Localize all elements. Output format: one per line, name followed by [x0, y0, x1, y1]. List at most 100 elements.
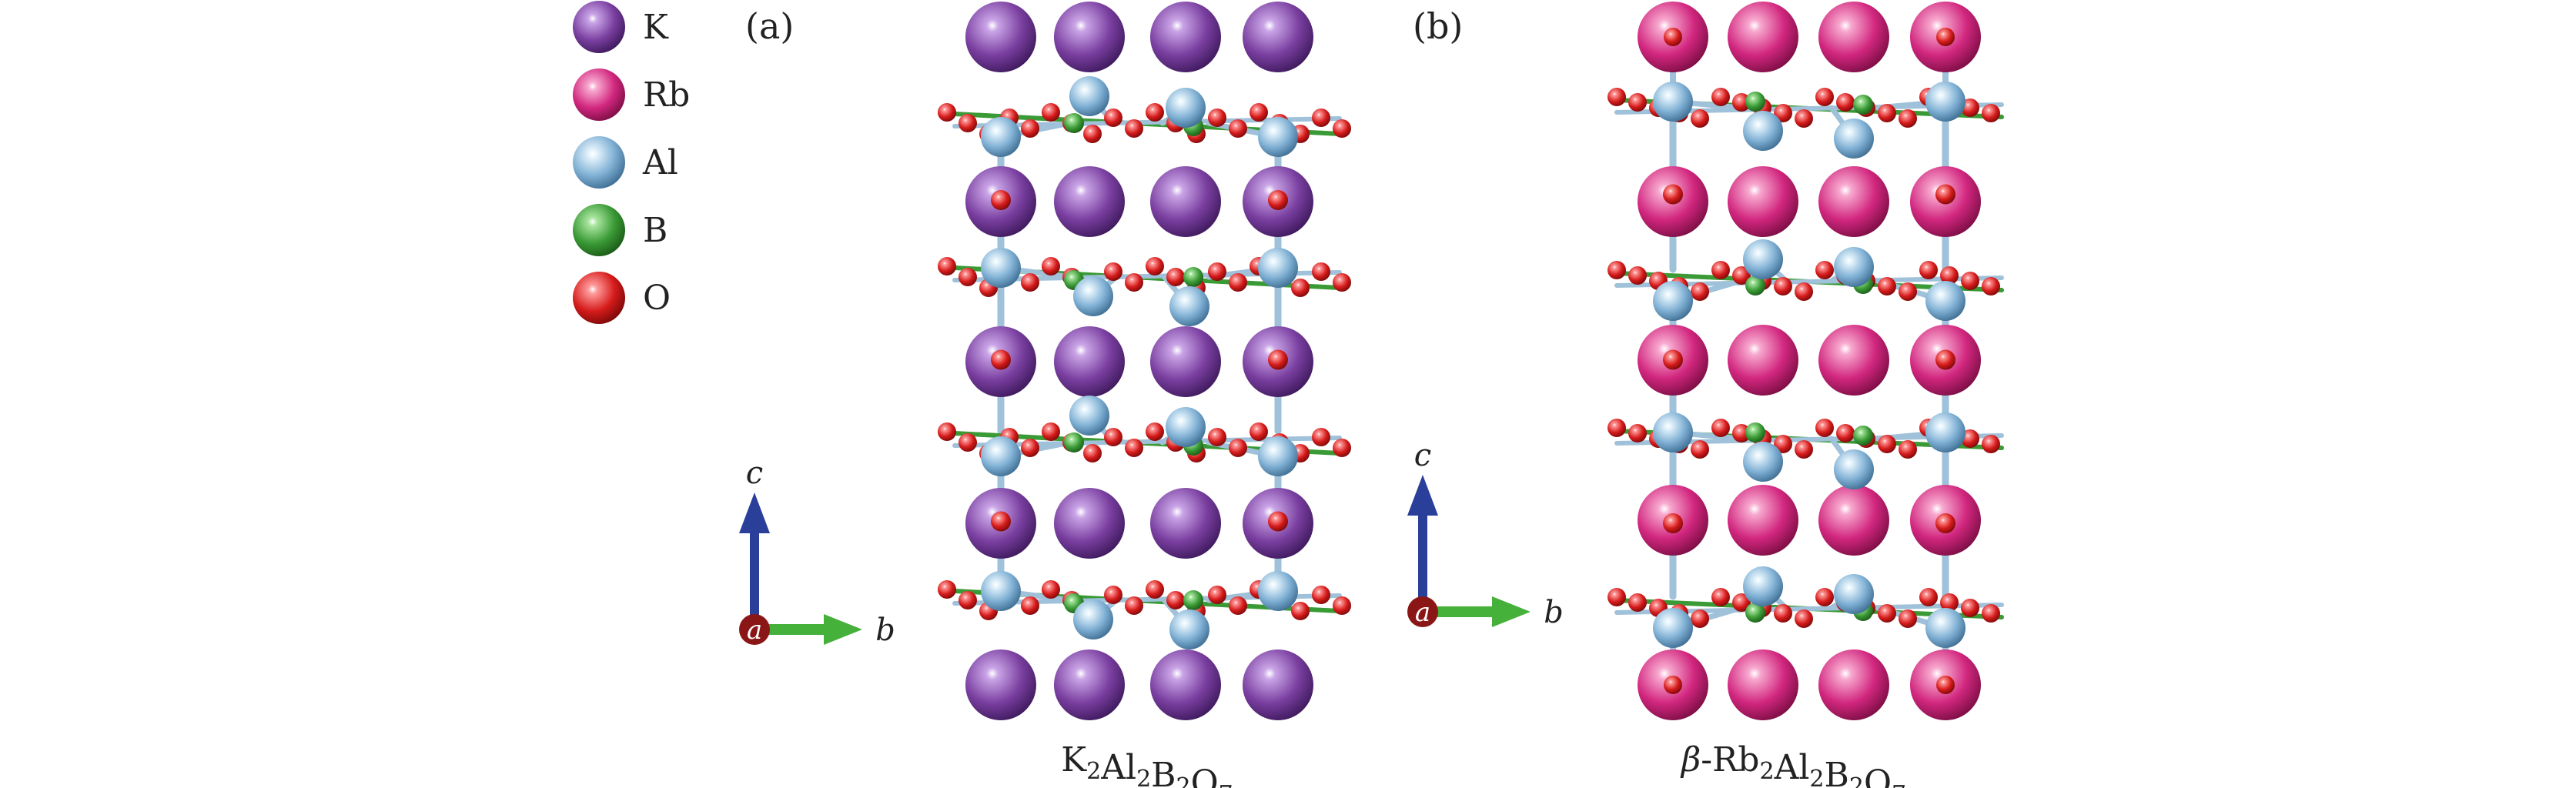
o-atom: [1982, 277, 2000, 296]
o-atom: [1732, 593, 1751, 612]
o-atom: [1691, 609, 1709, 628]
al-atom: [1834, 574, 1874, 614]
o-atom: [1021, 273, 1039, 292]
o-atom: [1628, 593, 1647, 612]
o-atom: [1166, 268, 1185, 286]
o-atom: [1250, 103, 1268, 122]
o-atom: [1333, 439, 1351, 457]
o-atom: [1961, 272, 1979, 290]
al-atom: [1743, 239, 1783, 279]
o-atom: [991, 349, 1011, 370]
c-axis-shaft: [750, 529, 759, 629]
b-atom: [1183, 590, 1203, 610]
o-atom: [1982, 435, 2000, 453]
o-atom: [1982, 104, 2000, 122]
formula-a: K2Al2B2O7: [1061, 740, 1233, 788]
o-atom: [1664, 676, 1682, 694]
legend-o-swatch: [573, 272, 625, 324]
k-atom: [1150, 649, 1221, 720]
al-atom: [1258, 117, 1298, 157]
o-atom: [1774, 277, 1792, 296]
al-atom: [1834, 449, 1874, 489]
rb-atom: [1818, 166, 1889, 237]
o-atom: [1663, 513, 1683, 533]
o-atom: [1146, 580, 1164, 599]
o-atom: [1125, 596, 1143, 615]
o-atom: [1291, 602, 1310, 620]
o-atom: [1268, 190, 1288, 210]
rb-atom: [1728, 166, 1798, 237]
o-atom: [1711, 261, 1730, 279]
o-atom: [938, 422, 956, 441]
o-atom: [1607, 588, 1626, 606]
o-atom: [1312, 109, 1330, 127]
legend-b-swatch: [573, 204, 625, 256]
o-atom: [1042, 257, 1060, 275]
o-atom: [938, 103, 956, 122]
o-atom: [938, 580, 956, 599]
c-axis-arrowhead: [739, 492, 770, 533]
o-atom: [1021, 596, 1039, 615]
o-atom: [1312, 428, 1330, 446]
rb-atom: [1818, 325, 1889, 396]
o-atom: [1664, 28, 1682, 46]
legend-label-o: O: [643, 279, 671, 318]
o-atom: [991, 511, 1011, 532]
b-atom: [1853, 95, 1873, 115]
al-atom: [1925, 281, 1965, 321]
legend-label-b: B: [643, 211, 667, 250]
o-atom: [1878, 104, 1896, 122]
o-atom: [1607, 88, 1626, 106]
formula-b: β-Rb2Al2B2O7: [1680, 740, 1906, 788]
al-atom: [1258, 436, 1298, 476]
o-atom: [958, 433, 977, 452]
al-atom: [1166, 407, 1206, 447]
o-atom: [1628, 266, 1647, 285]
al-atom: [1653, 608, 1693, 648]
o-atom: [1899, 440, 1917, 459]
o-atom: [1312, 586, 1330, 604]
o-atom: [1663, 349, 1683, 370]
o-atom: [1146, 257, 1164, 275]
o-atom: [1208, 586, 1226, 604]
axis-a-label: a: [1415, 597, 1430, 628]
panel-a: (a) acb K2Al2B2O7: [739, 2, 1351, 788]
k-atom: [965, 2, 1036, 72]
k-atom: [1150, 488, 1221, 559]
b-axis-shaft: [754, 624, 828, 635]
panel-b-tag: (b): [1413, 5, 1463, 47]
al-atom: [1069, 396, 1109, 436]
o-atom: [1899, 609, 1917, 628]
b-atom: [1745, 92, 1765, 112]
k-atom: [1054, 2, 1125, 72]
o-atom: [1795, 440, 1813, 459]
k-atom: [1150, 326, 1221, 397]
al-atom: [1743, 111, 1783, 151]
axes-a: acb: [739, 456, 895, 648]
k-atom: [965, 649, 1036, 720]
c-axis-shaft: [1418, 512, 1427, 612]
legend-label-al: Al: [642, 143, 678, 182]
b-atom: [1853, 426, 1873, 446]
o-atom: [1795, 109, 1813, 128]
o-atom: [1021, 119, 1039, 138]
o-atom: [1333, 273, 1351, 292]
al-atom: [1073, 276, 1113, 316]
axis-c-label: c: [1414, 438, 1431, 473]
o-atom: [1961, 429, 1979, 448]
o-atom: [1229, 119, 1247, 138]
o-atom: [1961, 599, 1979, 617]
al-atom: [981, 248, 1021, 288]
o-atom: [1042, 103, 1060, 122]
o-atom: [1021, 439, 1039, 457]
panel-b: (b) acb β-Rb2Al2B2O7: [1407, 2, 2004, 788]
o-atom: [1042, 580, 1060, 599]
o-atom: [1836, 424, 1855, 442]
al-atom: [1925, 608, 1965, 648]
o-atom: [1104, 262, 1122, 281]
axis-a-label: a: [747, 615, 762, 646]
legend-k-swatch: [573, 1, 625, 53]
o-atom: [1691, 282, 1709, 301]
